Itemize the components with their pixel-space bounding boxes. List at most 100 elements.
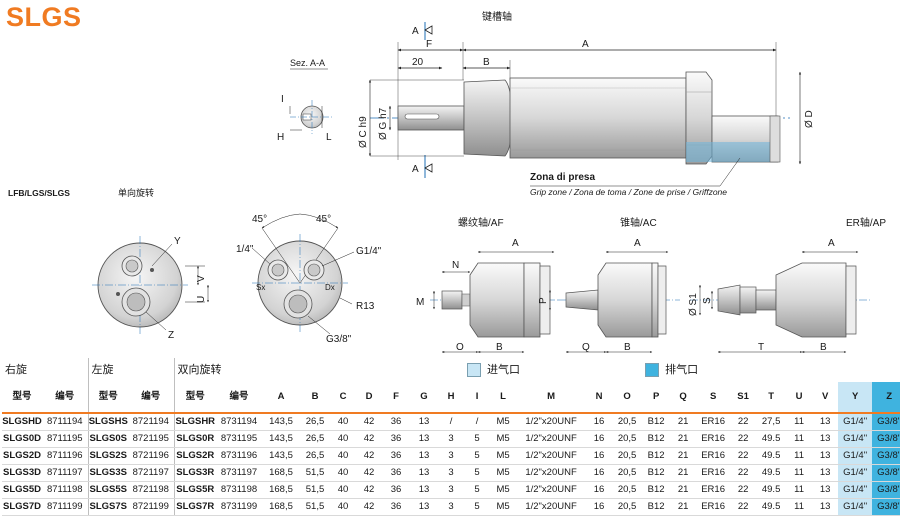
legend-inlet: 进气口 — [464, 358, 642, 382]
section-letter-bottom: A — [412, 164, 419, 175]
table-cell: 8731196 — [216, 447, 262, 465]
table-cell: M5 — [490, 481, 517, 499]
af-dim-n: N — [452, 260, 459, 271]
table-cell: B12 — [642, 430, 671, 448]
table-cell: SLGS0S — [87, 430, 128, 448]
table-cell: 3 — [438, 464, 465, 482]
table-cell: G1/4" — [838, 464, 873, 482]
table-cell: SLGS7S — [87, 498, 128, 516]
table-cell: 5 — [464, 447, 491, 465]
column-header: L — [490, 382, 517, 414]
group-left-rotation: 左旋 — [87, 358, 174, 382]
table-cell: 21 — [670, 430, 697, 448]
column-header: 型号 — [173, 382, 216, 414]
table-cell: 13 — [410, 498, 438, 516]
column-header: M — [516, 382, 587, 414]
rear-view-dual — [251, 213, 355, 335]
dim-b-label-top: B — [483, 57, 490, 68]
table-cell: 8711198 — [42, 481, 88, 499]
table-cell: SLGS2D — [2, 447, 42, 465]
section-letter-top: A — [412, 26, 419, 37]
table-cell: / — [438, 413, 465, 431]
ac-dim-p: P — [538, 297, 549, 304]
dim-v-label: V — [196, 275, 207, 282]
table-cell: 22 — [730, 447, 757, 465]
dim-g14-label: G1/4" — [356, 246, 382, 257]
table-cell: G3/8" — [872, 464, 900, 482]
table-cell: 13 — [812, 498, 839, 516]
dim-y-label: Y — [174, 236, 181, 247]
table-cell: G1/4" — [838, 481, 873, 499]
table-cell: 26,5 — [300, 430, 330, 448]
ap-dim-s1: Ø S1 — [688, 293, 699, 316]
table-cell: M5 — [490, 447, 517, 465]
dim-u-label: U — [196, 296, 207, 303]
table-cell: 168,5 — [262, 498, 300, 516]
ap-dim-b: B — [820, 342, 827, 353]
table-cell: 11 — [786, 430, 813, 448]
table-cell: 8711194 — [42, 413, 88, 431]
table-cell: 13 — [812, 430, 839, 448]
keyway-shaft-label: 键槽轴 — [482, 10, 512, 23]
column-header: S1 — [730, 382, 757, 414]
table-cell: 5 — [464, 481, 491, 499]
column-header: S — [696, 382, 731, 414]
threaded-shaft-drawing — [430, 251, 560, 353]
table-cell: 42 — [356, 481, 382, 499]
table-cell: 36 — [382, 447, 410, 465]
dim-l-label: L — [326, 132, 332, 143]
keyway-slot — [404, 113, 440, 120]
table-cell: 22 — [730, 430, 757, 448]
table-cell: G3/8" — [872, 447, 900, 465]
table-cell: B12 — [642, 464, 671, 482]
outlet-swatch — [645, 363, 660, 378]
table-cell: 11 — [786, 413, 813, 431]
table-cell: 11 — [786, 481, 813, 499]
er-shaft-label: ER轴/AP — [846, 216, 886, 229]
table-cell: 11 — [786, 447, 813, 465]
table-cell: 20,5 — [612, 430, 643, 448]
column-header: C — [330, 382, 356, 414]
column-header: U — [786, 382, 813, 414]
table-cell: G3/8" — [872, 481, 900, 499]
table-cell: 8731197 — [216, 464, 262, 482]
shaft-collar — [463, 79, 513, 157]
table-cell: 1/2"x20UNF — [516, 481, 587, 499]
table-cell: B12 — [642, 447, 671, 465]
table-cell: 8711195 — [42, 430, 88, 448]
dim-sx-label: Sx — [256, 283, 265, 292]
column-header: Z — [872, 382, 900, 414]
table-cell: 21 — [670, 464, 697, 482]
table-cell: M5 — [490, 498, 517, 516]
column-header: D — [356, 382, 382, 414]
table-cell: 1/2"x20UNF — [516, 464, 587, 482]
table-cell: 5 — [464, 464, 491, 482]
table-cell: 8711197 — [42, 464, 88, 482]
af-dim-b: B — [496, 342, 503, 353]
rotation-note-suffix: 单向旋转 — [118, 187, 154, 198]
table-cell: 13 — [410, 413, 438, 431]
table-cell: 40 — [330, 464, 356, 482]
column-header: P — [642, 382, 671, 414]
table-cell: / — [464, 413, 491, 431]
column-header: O — [612, 382, 643, 414]
ac-dim-a: A — [634, 238, 641, 249]
table-cell: 168,5 — [262, 481, 300, 499]
section-mark-top: A — [412, 22, 433, 40]
table-cell: 51,5 — [300, 498, 330, 516]
table-cell: 3 — [438, 447, 465, 465]
table-cell: 49.5 — [756, 498, 787, 516]
taper-shaft-drawing — [549, 251, 680, 353]
group-bidirectional: 双向旋转 — [173, 358, 262, 382]
table-cell: SLGS5D — [2, 481, 42, 499]
table-cell: 1/2"x20UNF — [516, 430, 587, 448]
column-header: A — [262, 382, 300, 414]
table-cell: 49.5 — [756, 447, 787, 465]
table-cell: 143,5 — [262, 413, 300, 431]
table-cell: 49.5 — [756, 464, 787, 482]
table-cell: SLGS2R — [173, 447, 216, 465]
